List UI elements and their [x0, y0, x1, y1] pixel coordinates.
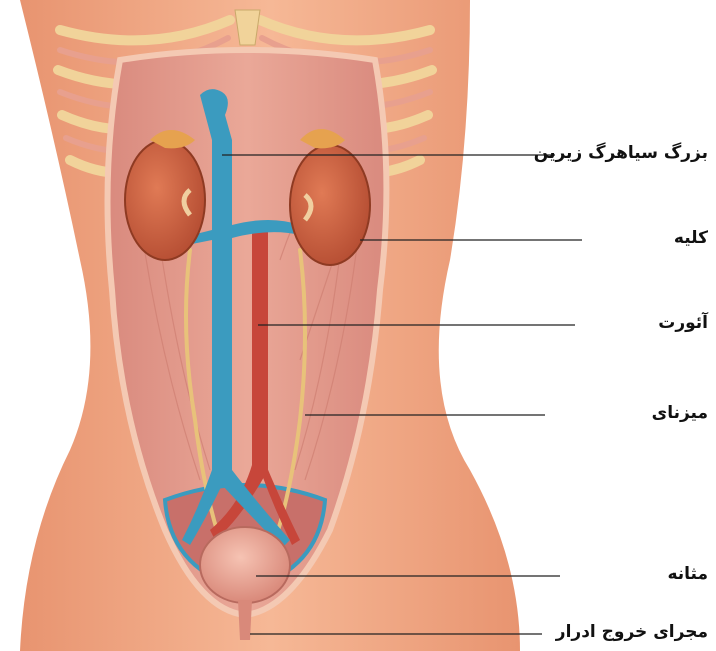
urethra	[238, 600, 252, 640]
label-ureter: میزنای	[652, 403, 708, 423]
label-bladder: مثانه	[667, 564, 708, 584]
bladder	[200, 527, 290, 603]
kidney-right	[125, 140, 205, 260]
label-urethra: مجرای خروج ادرار	[556, 622, 708, 642]
kidney-left	[290, 145, 370, 265]
label-inferior-vena-cava: بزرگ سیاهرگ زیرین	[534, 143, 708, 163]
label-kidney: کلیه	[674, 228, 708, 248]
xiphoid	[235, 10, 260, 45]
label-aorta: آئورت	[658, 313, 708, 333]
